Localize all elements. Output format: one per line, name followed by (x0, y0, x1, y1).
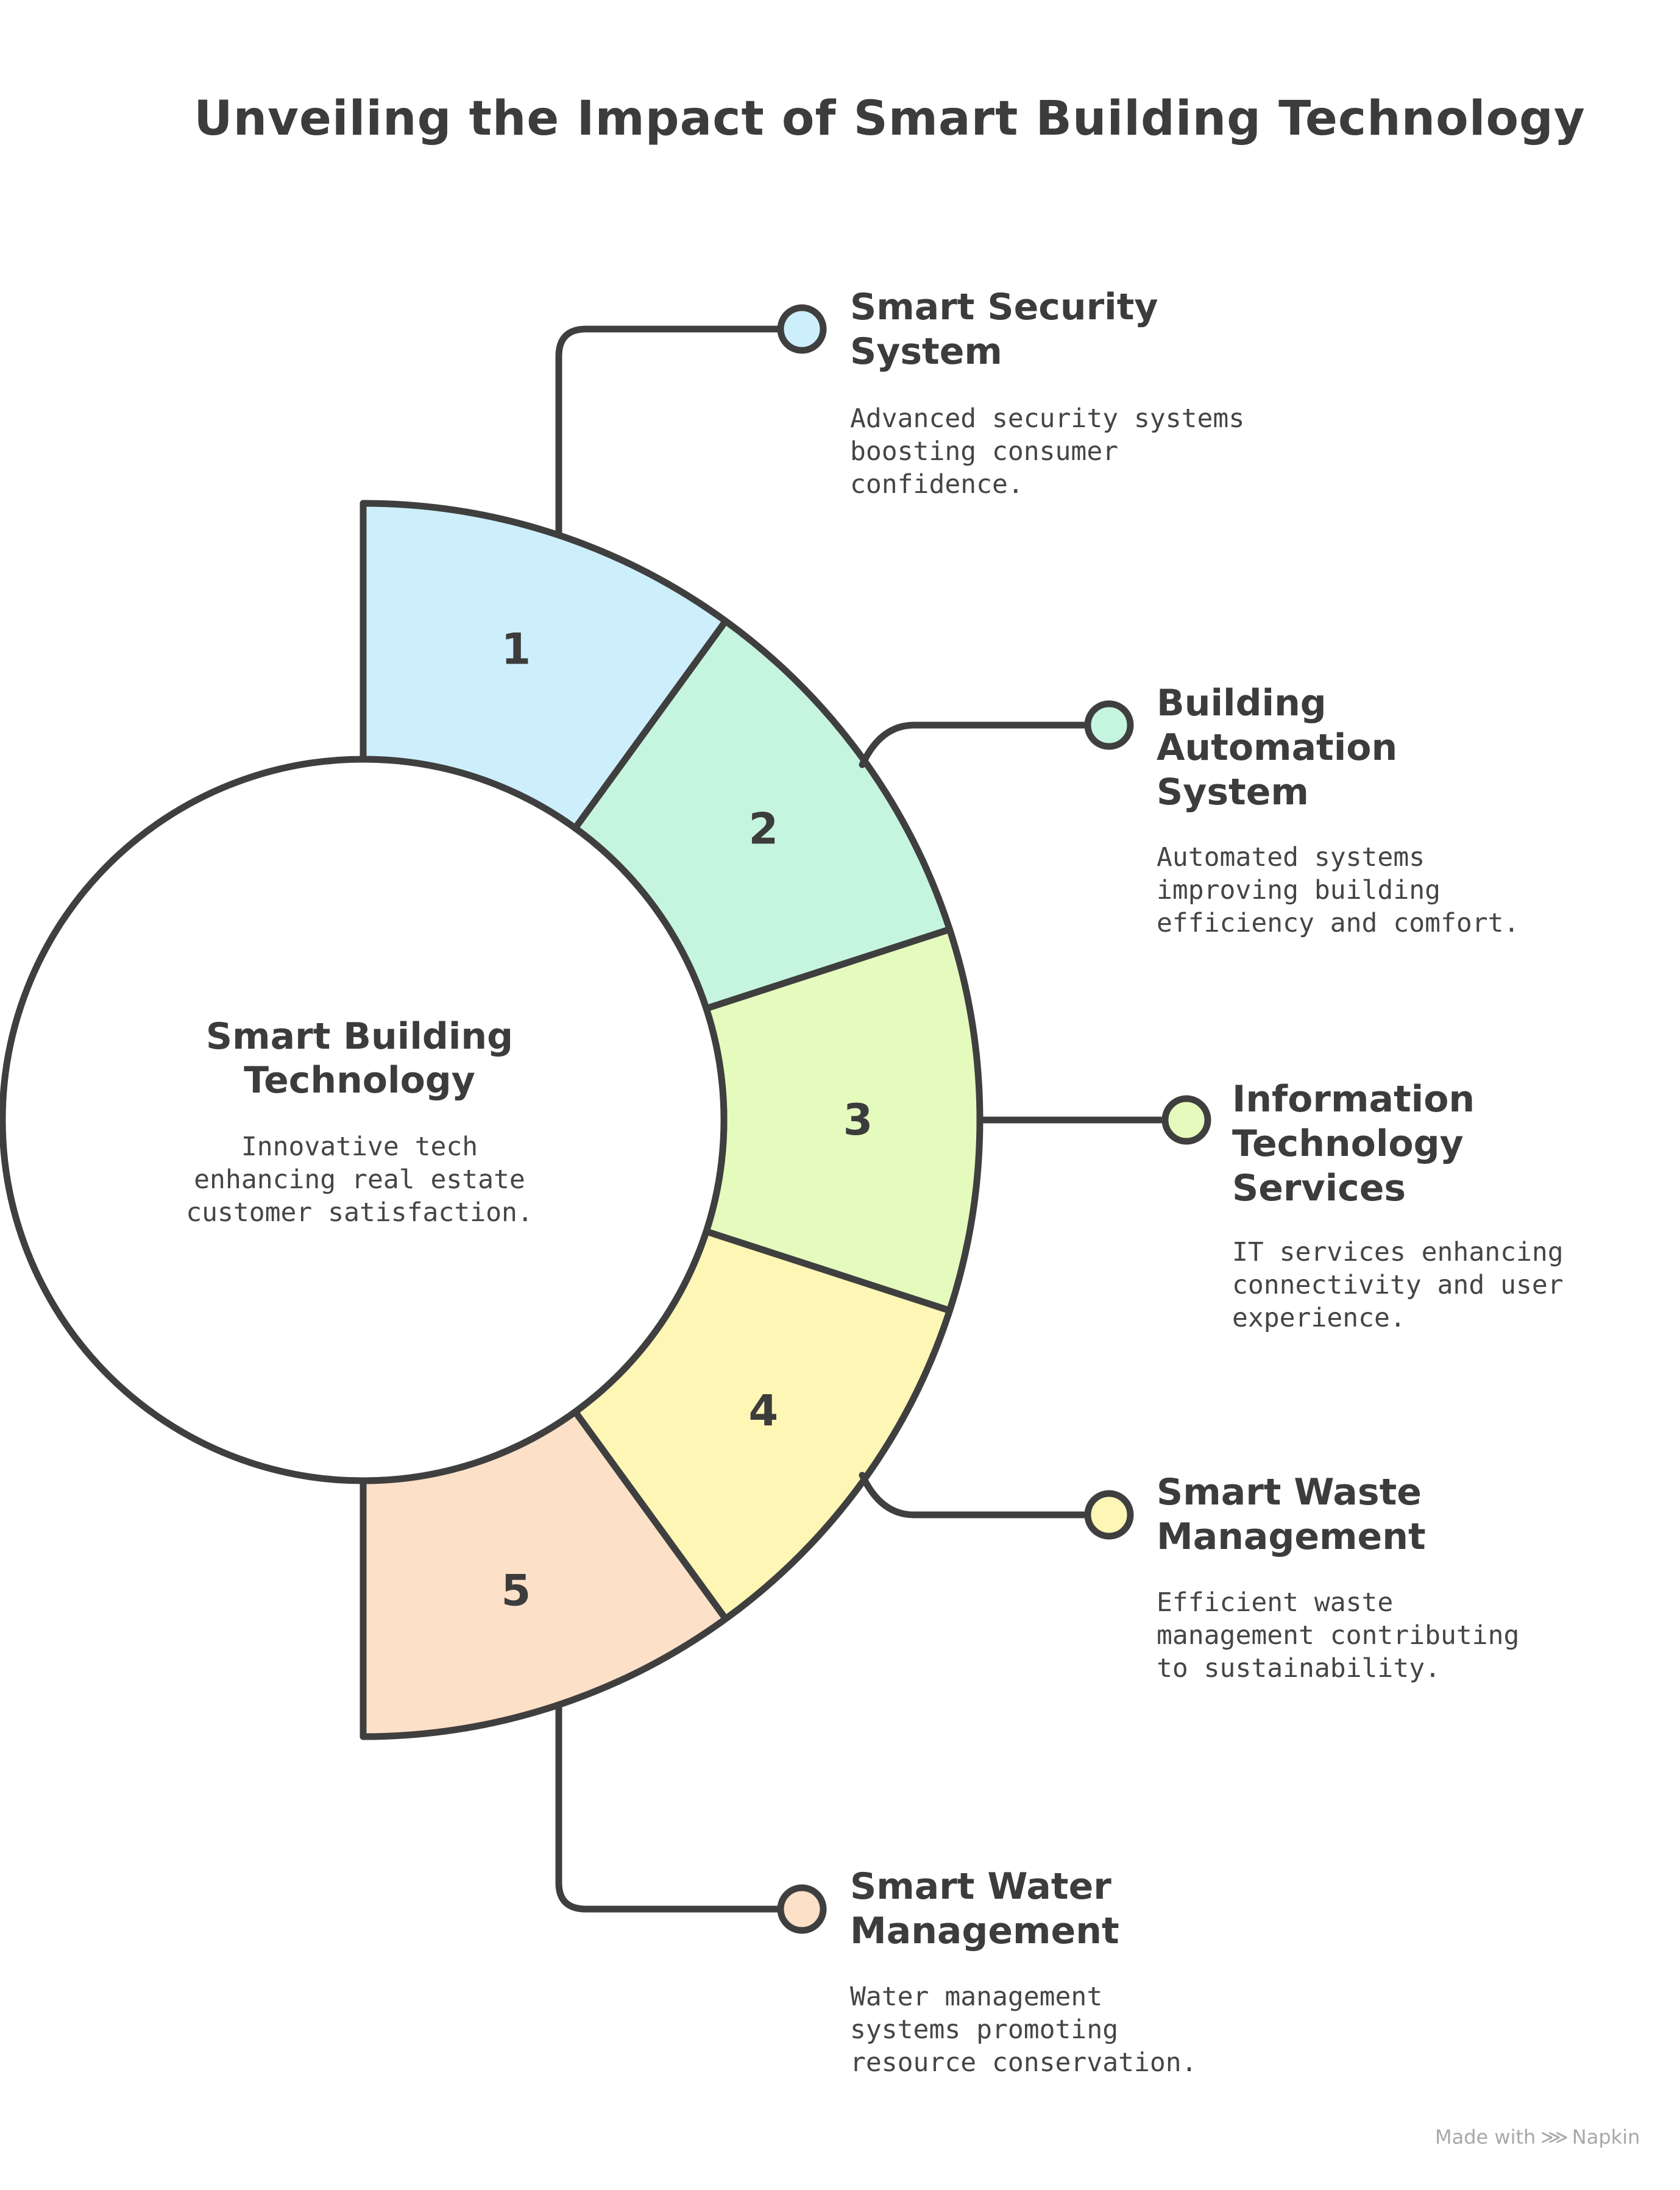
connector-line-2 (859, 721, 1087, 768)
segment-number-2: 2 (749, 804, 779, 854)
napkin-logo-icon: ⋙ (1540, 2125, 1568, 2149)
center-title: Smart Building Technology (116, 1015, 603, 1102)
center-desc-line-3: customer satisfaction. (186, 1197, 533, 1228)
footer-attribution: Made with⋙Napkin (1435, 2125, 1640, 2149)
center-title-line-1: Smart Building (205, 1015, 514, 1058)
item-5-title: Smart Water Management (850, 1865, 1119, 1954)
item-2-title-line-2: Automation (1157, 726, 1398, 769)
center-description: Innovative tech enhancing real estate cu… (146, 1130, 573, 1229)
item-2-title-line-3: System (1157, 771, 1309, 813)
connector-dot-3 (1161, 1095, 1211, 1145)
center-hub-circle (0, 756, 728, 1484)
connector-dot-2 (1084, 700, 1134, 750)
item-3-title-line-1: Information (1232, 1078, 1475, 1121)
item-1-title-line-1: Smart Security (850, 286, 1158, 328)
item-4-description: Efficient waste management contributing … (1157, 1586, 1519, 1685)
connector-line-4 (859, 1472, 1087, 1518)
item-4-title-line-1: Smart Waste (1157, 1471, 1422, 1514)
item-2-desc-line-1: Automated systems (1157, 842, 1425, 873)
connector-dot-1 (777, 304, 827, 354)
item-1-title-line-2: System (850, 330, 1002, 373)
item-1-desc-line-3: confidence. (850, 469, 1024, 500)
segment-number-1: 1 (502, 625, 531, 675)
item-4-desc-line-3: to sustainability. (1157, 1653, 1441, 1684)
item-2-title-line-1: Building (1157, 682, 1327, 725)
segment-number-5: 5 (502, 1565, 531, 1615)
connector-line-5 (555, 1703, 781, 1913)
item-5-desc-line-2: systems promoting (850, 2015, 1119, 2045)
made-with-label: Made with (1435, 2125, 1536, 2149)
page-title: Unveiling the Impact of Smart Building T… (194, 91, 1586, 146)
connector-dot-4 (1084, 1490, 1134, 1540)
item-2-desc-line-2: improving building (1157, 875, 1441, 905)
segment-number-3: 3 (843, 1095, 873, 1145)
item-4-desc-line-1: Efficient waste (1157, 1587, 1394, 1618)
item-1-desc-line-2: boosting consumer (850, 436, 1119, 467)
item-5-title-line-2: Management (850, 1910, 1119, 1952)
item-2-description: Automated systems improving building eff… (1157, 841, 1519, 940)
center-desc-line-2: enhancing real estate (194, 1164, 525, 1195)
item-5-desc-line-1: Water management (850, 1982, 1103, 2012)
connector-line-1 (555, 325, 781, 537)
item-4-title: Smart Waste Management (1157, 1470, 1426, 1559)
item-3-title-line-3: Services (1232, 1167, 1406, 1210)
connector-dot-5 (777, 1884, 827, 1934)
item-4-desc-line-2: management contributing (1157, 1620, 1520, 1651)
center-title-line-2: Technology (244, 1059, 475, 1102)
item-1-description: Advanced security systems boosting consu… (850, 402, 1244, 501)
item-1-title: Smart Security System (850, 285, 1158, 374)
item-3-desc-line-2: connectivity and user (1232, 1270, 1564, 1300)
item-4-title-line-2: Management (1157, 1515, 1426, 1558)
segment-number-4: 4 (749, 1386, 779, 1436)
item-5-title-line-1: Smart Water (850, 1865, 1111, 1908)
item-1-desc-line-1: Advanced security systems (850, 403, 1245, 434)
item-3-title-line-2: Technology (1232, 1122, 1464, 1165)
item-2-title: Building Automation System (1157, 681, 1397, 815)
item-5-description: Water management systems promoting resou… (850, 1980, 1197, 2079)
item-3-description: IT services enhancing connectivity and u… (1232, 1236, 1564, 1334)
napkin-brand-label: Napkin (1572, 2125, 1640, 2149)
item-3-title: Information Technology Services (1232, 1077, 1475, 1211)
connectors-group (555, 304, 1211, 1934)
item-3-desc-line-3: experience. (1232, 1303, 1406, 1333)
item-3-desc-line-1: IT services enhancing (1232, 1237, 1564, 1267)
numbers-group: 1 2 3 4 5 (502, 625, 873, 1616)
item-2-desc-line-3: efficiency and comfort. (1157, 908, 1520, 938)
item-5-desc-line-3: resource conservation. (850, 2047, 1197, 2078)
center-desc-line-1: Innovative tech (241, 1132, 478, 1162)
